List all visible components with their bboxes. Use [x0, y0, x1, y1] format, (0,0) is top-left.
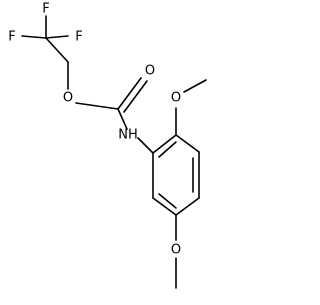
- ring-inner-double-3: [158, 193, 177, 209]
- bond-o-carbonyl-c: [75, 102, 119, 110]
- bond-cf3-f-left: [21, 35, 47, 39]
- bond-cf3-ch2: [45, 37, 69, 63]
- molecule-diagram: F F F O O NH O O: [8, 2, 207, 289]
- atom-o-methoxy-bottom: O: [171, 243, 181, 258]
- bond-o-methyl-top: [183, 79, 207, 93]
- ring-bond-1: [152, 134, 177, 154]
- atom-o-ester: O: [63, 91, 73, 106]
- ring-bond-5: [152, 197, 177, 216]
- atom-f-top: F: [42, 2, 49, 17]
- atom-f-left: F: [8, 30, 15, 45]
- structure-canvas: F F F O O NH O O: [8, 2, 207, 289]
- atom-o-methoxy-top: O: [171, 91, 181, 106]
- bond-cf3-f-right: [45, 35, 69, 39]
- bond-carbonyl-double-a: [117, 77, 142, 110]
- bond-carbonyl-double-b: [123, 80, 148, 113]
- atom-f-right: F: [75, 30, 82, 45]
- ring-bond-4: [175, 197, 200, 216]
- ring-inner-double-1: [158, 141, 177, 158]
- ring-bond-2: [175, 134, 200, 153]
- atom-nh: NH: [118, 128, 138, 143]
- bond-carbonyl-nh: [117, 108, 128, 130]
- atom-o-carbonyl: O: [145, 64, 155, 79]
- bond-nh-ring: [137, 137, 154, 154]
